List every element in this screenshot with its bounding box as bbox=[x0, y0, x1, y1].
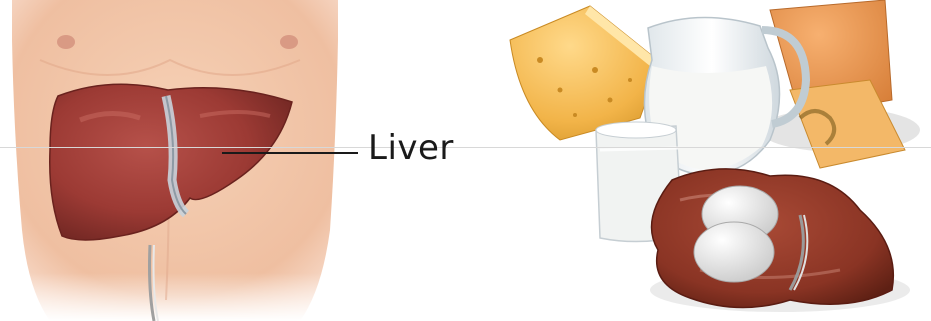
food-group bbox=[510, 0, 920, 312]
steak bbox=[652, 169, 894, 308]
eggs bbox=[694, 186, 778, 282]
swiss-cheese bbox=[510, 6, 660, 140]
liver-label: Liver bbox=[368, 131, 454, 165]
horizontal-divider-line bbox=[0, 147, 931, 148]
